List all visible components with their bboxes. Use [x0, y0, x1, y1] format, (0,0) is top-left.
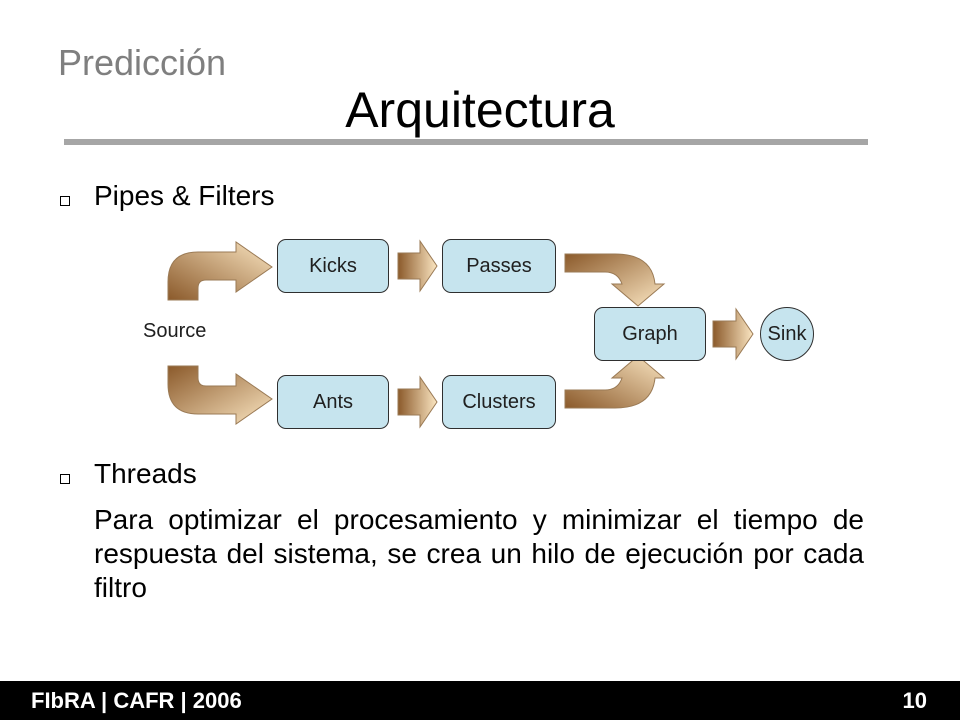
slide-title: Arquitectura — [345, 82, 615, 138]
arrow-graph-sink — [712, 307, 754, 361]
node-source: Source — [143, 320, 207, 342]
bullet-square-icon — [60, 196, 70, 206]
diagram-arrows — [167, 239, 754, 429]
arrow-source-kicks — [167, 241, 273, 301]
node-graph: Graph — [594, 307, 706, 361]
page-number: 10 — [902, 688, 927, 713]
node-passes: Passes — [442, 239, 556, 293]
node-kicks: Kicks — [277, 239, 389, 293]
node-ants: Ants — [277, 375, 389, 429]
arrow-kicks-passes — [397, 239, 438, 293]
bullet-threads: Threads — [94, 458, 197, 489]
footer-credits: FIbRA | CAFR | 2006 — [31, 688, 242, 713]
title-divider — [64, 139, 868, 145]
arrow-clusters-graph — [564, 355, 666, 409]
node-sink: Sink — [760, 307, 814, 361]
section-label: Predicción — [58, 42, 227, 83]
bullet-square-icon — [60, 474, 70, 484]
node-clusters: Clusters — [442, 375, 556, 429]
arrow-ants-clusters — [397, 375, 438, 429]
arrow-passes-graph — [564, 253, 666, 307]
threads-description: Para optimizar el procesamiento y minimi… — [94, 504, 864, 603]
bullet-pipes-filters: Pipes & Filters — [94, 180, 275, 211]
footer-bar: FIbRA | CAFR | 2006 10 — [0, 681, 960, 720]
arrow-source-ants — [167, 365, 273, 425]
